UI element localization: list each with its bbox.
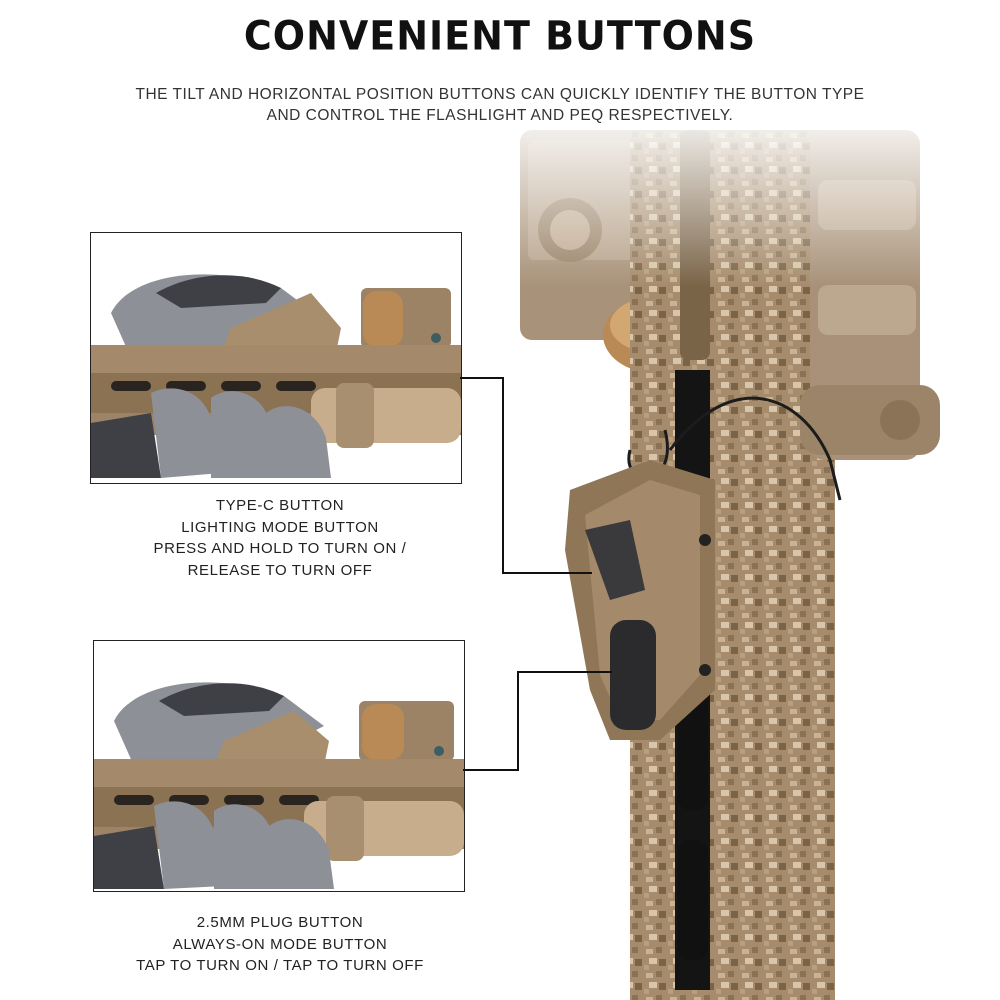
page-subtitle: THE TILT AND HORIZONTAL POSITION BUTTONS… — [80, 84, 920, 126]
subtitle-line: THE TILT AND HORIZONTAL POSITION BUTTONS… — [135, 86, 865, 103]
pressure-switch-main-photo — [500, 130, 960, 1000]
inset-photo-plug — [93, 640, 465, 892]
caption-line: ALWAYS-ON MODE BUTTON — [172, 935, 388, 953]
caption-line: 2.5MM PLUG BUTTON — [196, 914, 364, 931]
caption-line: PRESS AND HOLD TO TURN ON / — [153, 540, 407, 557]
caption-line: LIGHTING MODE BUTTON — [181, 518, 379, 536]
subtitle-line: AND CONTROL THE FLASHLIGHT AND PEQ RESPE… — [266, 107, 734, 124]
caption-line: TYPE-C BUTTON — [215, 497, 345, 514]
caption-line: RELEASE TO TURN OFF — [187, 561, 373, 579]
page-title: CONVENIENT BUTTONS — [243, 12, 757, 60]
callout-plug-caption: 2.5MM PLUG BUTTON ALWAYS-ON MODE BUTTON … — [100, 912, 460, 977]
rifle-grip-illustration — [91, 233, 461, 483]
callout-type-c-caption: TYPE-C BUTTON LIGHTING MODE BUTTON PRESS… — [100, 495, 460, 581]
caption-line: TAP TO TURN ON / TAP TO TURN OFF — [136, 957, 424, 974]
rifle-grip-illustration — [94, 641, 464, 891]
inset-photo-type-c — [90, 232, 462, 484]
